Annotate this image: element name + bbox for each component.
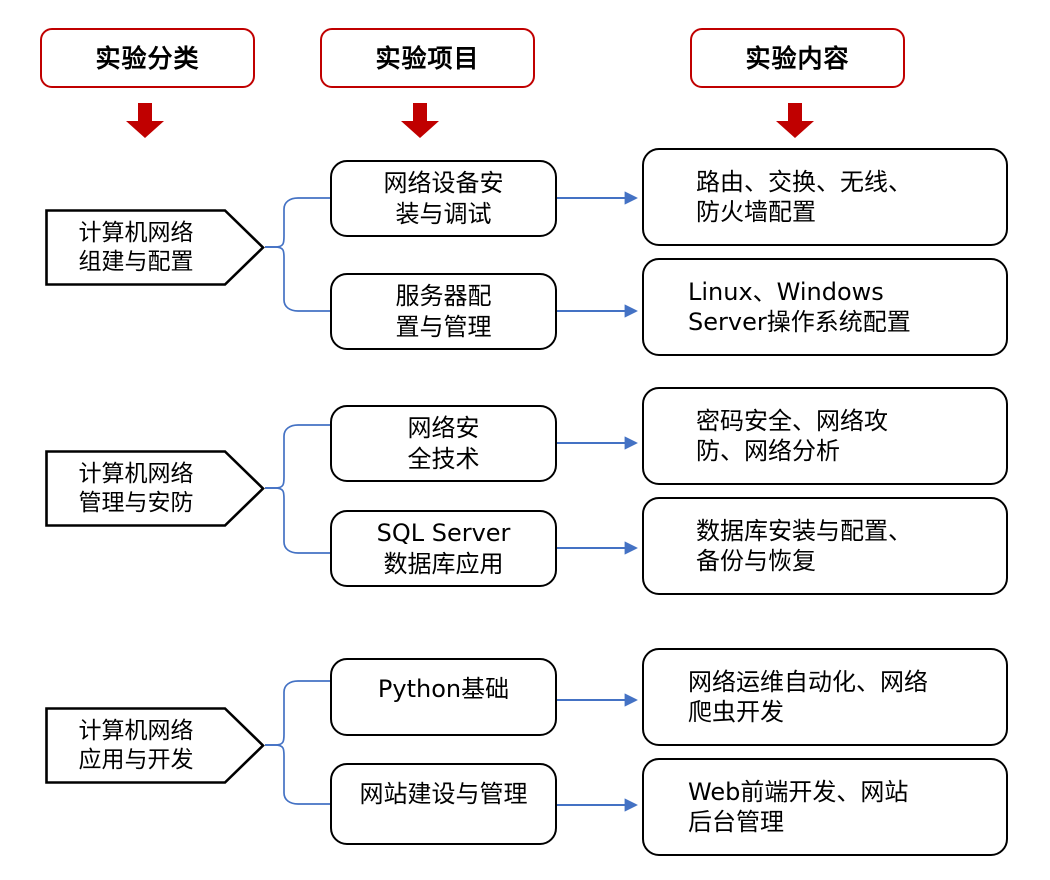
content-line-3-2b: 后台管理: [688, 808, 784, 836]
project-line-1-2a: 服务器配: [395, 282, 492, 311]
project-line-3-1a: Python基础: [377, 675, 510, 703]
project-box-1-1: 网络设备安 装与调试: [330, 160, 557, 237]
project-line-2-1b: 全技术: [407, 444, 480, 473]
header-box-project: 实验项目: [320, 28, 535, 88]
category-label-3: 计算机网络 应用与开发: [57, 707, 215, 784]
category-line-3b: 应用与开发: [78, 746, 194, 773]
category-label-1: 计算机网络 组建与配置: [57, 209, 215, 286]
project-box-2-1: 网络安 全技术: [330, 405, 557, 482]
category-line-1b: 组建与配置: [78, 248, 194, 275]
content-line-1-2b: Server操作系统配置: [688, 308, 911, 336]
brace-connector-group-3: [265, 680, 330, 805]
down-arrow-icon-project: [400, 103, 440, 139]
category-line-2a: 计算机网络: [78, 461, 194, 488]
header-box-content: 实验内容: [690, 28, 905, 88]
content-line-2-2b: 备份与恢复: [696, 547, 816, 575]
arrow-connectors: [557, 191, 638, 812]
content-box-3-2: Web前端开发、网站 后台管理: [642, 758, 1008, 856]
category-chevron-3: 计算机网络 应用与开发: [45, 707, 265, 784]
brace-connector-group-2: [265, 424, 330, 554]
project-box-1-2: 服务器配 置与管理: [330, 273, 557, 350]
project-line-2-2b: 数据库应用: [383, 549, 504, 578]
header-label-project: 实验项目: [375, 43, 480, 73]
content-box-1-1: 路由、交换、无线、 防火墙配置: [642, 148, 1008, 246]
content-line-3-1a: 网络运维自动化、网络: [688, 667, 928, 696]
header-label-content: 实验内容: [745, 43, 850, 73]
content-line-2-1b: 防、网络分析: [696, 437, 840, 465]
content-line-2-1a: 密码安全、网络攻: [696, 406, 888, 435]
content-line-3-2a: Web前端开发、网站: [688, 777, 909, 806]
project-box-3-2: 网站建设与管理: [330, 763, 557, 845]
category-chevron-2: 计算机网络 管理与安防: [45, 450, 265, 527]
category-label-2: 计算机网络 管理与安防: [57, 450, 215, 527]
project-line-2-2a: SQL Server: [376, 519, 511, 548]
down-arrow-icon-category: [125, 103, 165, 139]
project-box-3-1: Python基础: [330, 658, 557, 736]
project-box-2-2: SQL Server 数据库应用: [330, 510, 557, 587]
content-line-1-2a: Linux、Windows: [688, 277, 884, 306]
category-chevron-1: 计算机网络 组建与配置: [45, 209, 265, 286]
project-line-1-2b: 置与管理: [395, 312, 492, 341]
project-line-3-2a: 网站建设与管理: [359, 780, 528, 808]
content-line-2-2a: 数据库安装与配置、: [696, 516, 912, 545]
down-arrow-icon-content: [775, 103, 815, 139]
content-line-1-1a: 路由、交换、无线、: [696, 167, 912, 196]
content-box-3-1: 网络运维自动化、网络 爬虫开发: [642, 648, 1008, 746]
project-line-1-1b: 装与调试: [395, 199, 492, 228]
project-line-1-1a: 网络设备安: [383, 169, 504, 198]
brace-connector-group-1: [265, 197, 330, 312]
content-line-3-1b: 爬虫开发: [688, 698, 784, 726]
content-line-1-1b: 防火墙配置: [696, 198, 816, 226]
category-line-1a: 计算机网络: [78, 220, 194, 247]
header-label-category: 实验分类: [95, 43, 200, 73]
category-line-2b: 管理与安防: [78, 489, 194, 516]
content-box-2-2: 数据库安装与配置、 备份与恢复: [642, 497, 1008, 595]
header-box-category: 实验分类: [40, 28, 255, 88]
content-box-1-2: Linux、Windows Server操作系统配置: [642, 258, 1008, 356]
project-line-2-1a: 网络安: [407, 414, 480, 443]
category-line-3a: 计算机网络: [78, 718, 194, 745]
content-box-2-1: 密码安全、网络攻 防、网络分析: [642, 387, 1008, 485]
